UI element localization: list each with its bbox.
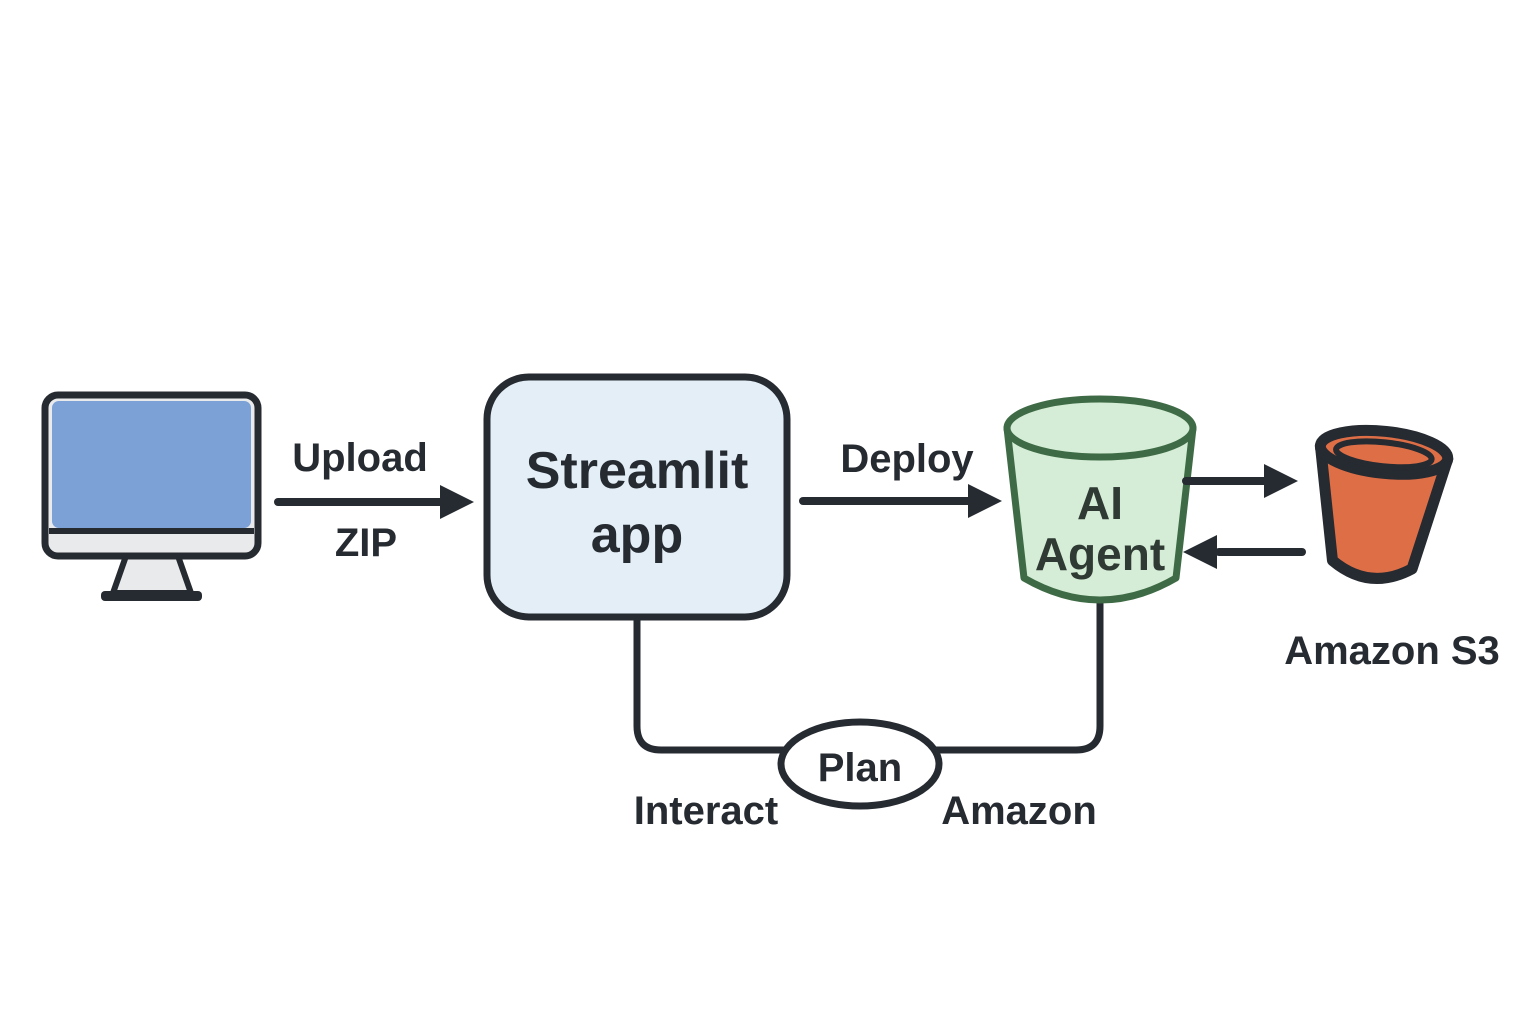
deploy-arrowhead xyxy=(968,484,1002,518)
monitor-screen xyxy=(52,401,251,528)
amazon-edge-label: Amazon xyxy=(941,789,1097,833)
agent-bucket-rim xyxy=(1003,395,1197,461)
ai-agent-label-line2: Agent xyxy=(1035,528,1165,580)
streamlit-label-line1: Streamlit xyxy=(526,442,749,500)
monitor-base xyxy=(101,591,202,601)
zip-label: ZIP xyxy=(335,521,397,565)
interact-plan-amazon-connector: Plan Interact Amazon xyxy=(633,596,1104,833)
desktop-monitor-icon xyxy=(41,391,262,601)
upload-label: Upload xyxy=(292,436,428,480)
s3-bucket-rim-inner xyxy=(1333,438,1435,471)
ai-agent-label-line1: AI xyxy=(1077,477,1123,529)
deploy-label: Deploy xyxy=(840,437,974,481)
s3-to-agent-arrow xyxy=(1183,535,1306,569)
upload-zip-arrow: Upload ZIP xyxy=(274,436,474,565)
streamlit-app-node: Streamlit app xyxy=(483,373,791,621)
monitor-stand xyxy=(110,553,194,596)
agent-bucket-body xyxy=(1003,424,1197,604)
agent-to-s3-arrow xyxy=(1182,464,1298,498)
upload-arrowhead xyxy=(440,485,474,519)
agent-to-s3-arrowhead xyxy=(1264,464,1298,498)
deploy-arrow: Deploy xyxy=(799,437,1002,518)
plan-badge xyxy=(777,718,943,810)
streamlit-app-box xyxy=(483,373,791,621)
plan-label: Plan xyxy=(818,746,902,790)
streamlit-label-line2: app xyxy=(591,506,683,564)
orange-bucket-icon xyxy=(1314,424,1454,584)
ai-agent-bucket-icon: AI Agent xyxy=(1003,395,1197,604)
amazon-s3-label: Amazon S3 xyxy=(1284,629,1500,673)
amazon-s3-node: Amazon S3 xyxy=(1284,424,1500,673)
interact-edge-label: Interact xyxy=(634,789,779,833)
s3-to-agent-arrowhead xyxy=(1183,535,1217,569)
